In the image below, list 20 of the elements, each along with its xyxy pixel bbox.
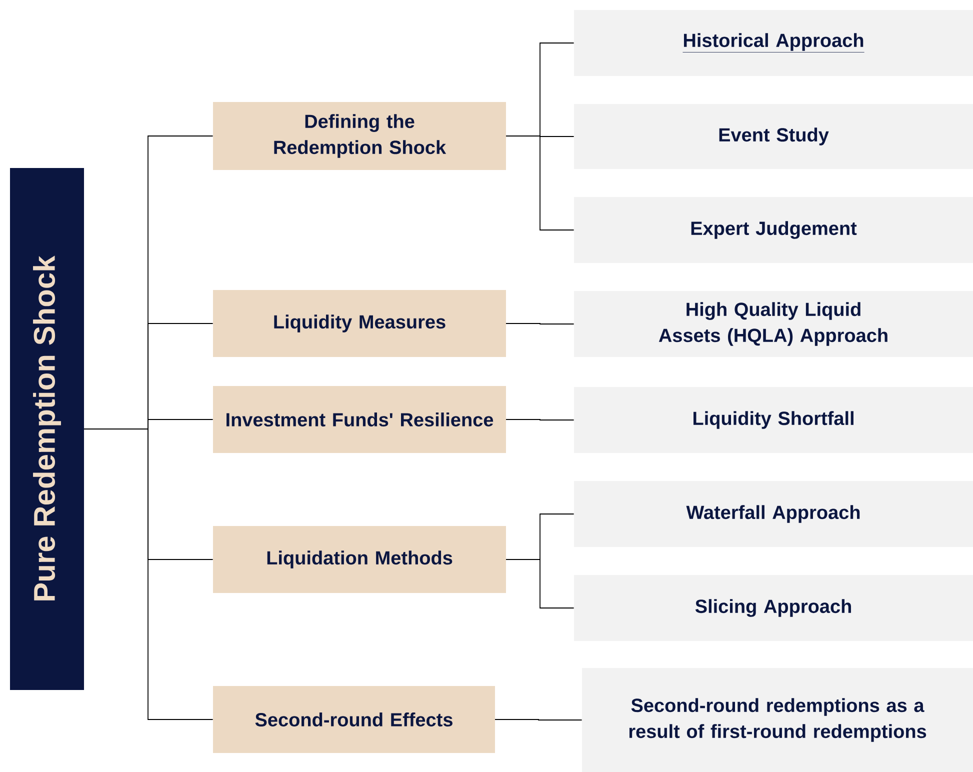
method-box: High Quality Liquid Assets (HQLA) Approach <box>574 291 973 357</box>
category-box: Liquidation Methods <box>213 526 506 593</box>
method-box: Second-round redemptions as a result of first-round redemptions <box>582 668 973 772</box>
method-box: Waterfall Approach <box>574 481 973 547</box>
method-box: Event Study <box>574 104 973 169</box>
method-box: Expert Judgement <box>574 197 973 263</box>
category-box: Defining the Redemption Shock <box>213 102 506 170</box>
connector-line <box>494 719 582 720</box>
connector-line <box>506 419 574 420</box>
connector-line <box>506 323 574 324</box>
category-box: Liquidity Measures <box>213 290 506 357</box>
method-box: Slicing Approach <box>574 575 973 641</box>
method-box: Historical Approach <box>574 10 973 76</box>
category-box: Second-round Effects <box>213 686 495 753</box>
connector-line <box>506 559 574 608</box>
connector-line <box>84 428 214 720</box>
method-box: Liquidity Shortfall <box>574 387 973 453</box>
connector-line <box>506 136 574 230</box>
title-bar: Pure Redemption Shock <box>10 168 84 690</box>
category-box: Investment Funds' Resilience <box>213 386 506 453</box>
